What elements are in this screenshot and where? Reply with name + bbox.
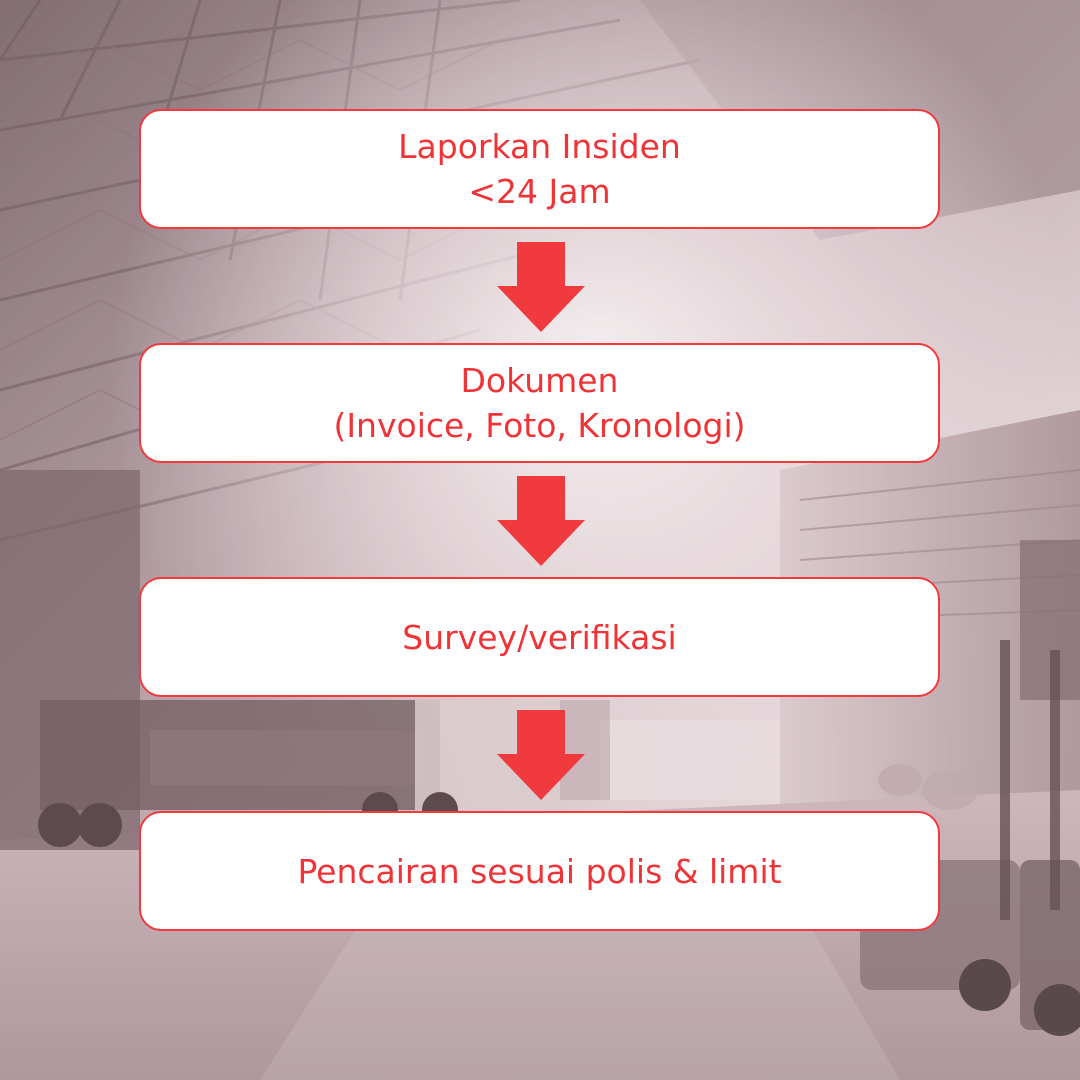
step-2-line-1: Dokumen xyxy=(460,361,619,400)
arrow-down-icon xyxy=(497,710,585,800)
step-2-line-2: (Invoice, Foto, Kronologi) xyxy=(333,406,746,445)
step-1-line-2: <24 Jam xyxy=(468,172,611,211)
step-box-documents: Dokumen (Invoice, Foto, Kronologi) xyxy=(139,343,940,463)
step-box-disbursement: Pencairan sesuai polis & limit xyxy=(139,811,940,931)
arrow-down-icon xyxy=(497,242,585,332)
step-4-line-1: Pencairan sesuai polis & limit xyxy=(297,851,782,891)
step-1-line-1: Laporkan Insiden xyxy=(398,127,681,166)
step-box-report-incident: Laporkan Insiden <24 Jam xyxy=(139,109,940,229)
step-box-survey-verification: Survey/verifikasi xyxy=(139,577,940,697)
step-3-line-1: Survey/verifikasi xyxy=(402,617,677,657)
arrow-down-icon xyxy=(497,476,585,566)
